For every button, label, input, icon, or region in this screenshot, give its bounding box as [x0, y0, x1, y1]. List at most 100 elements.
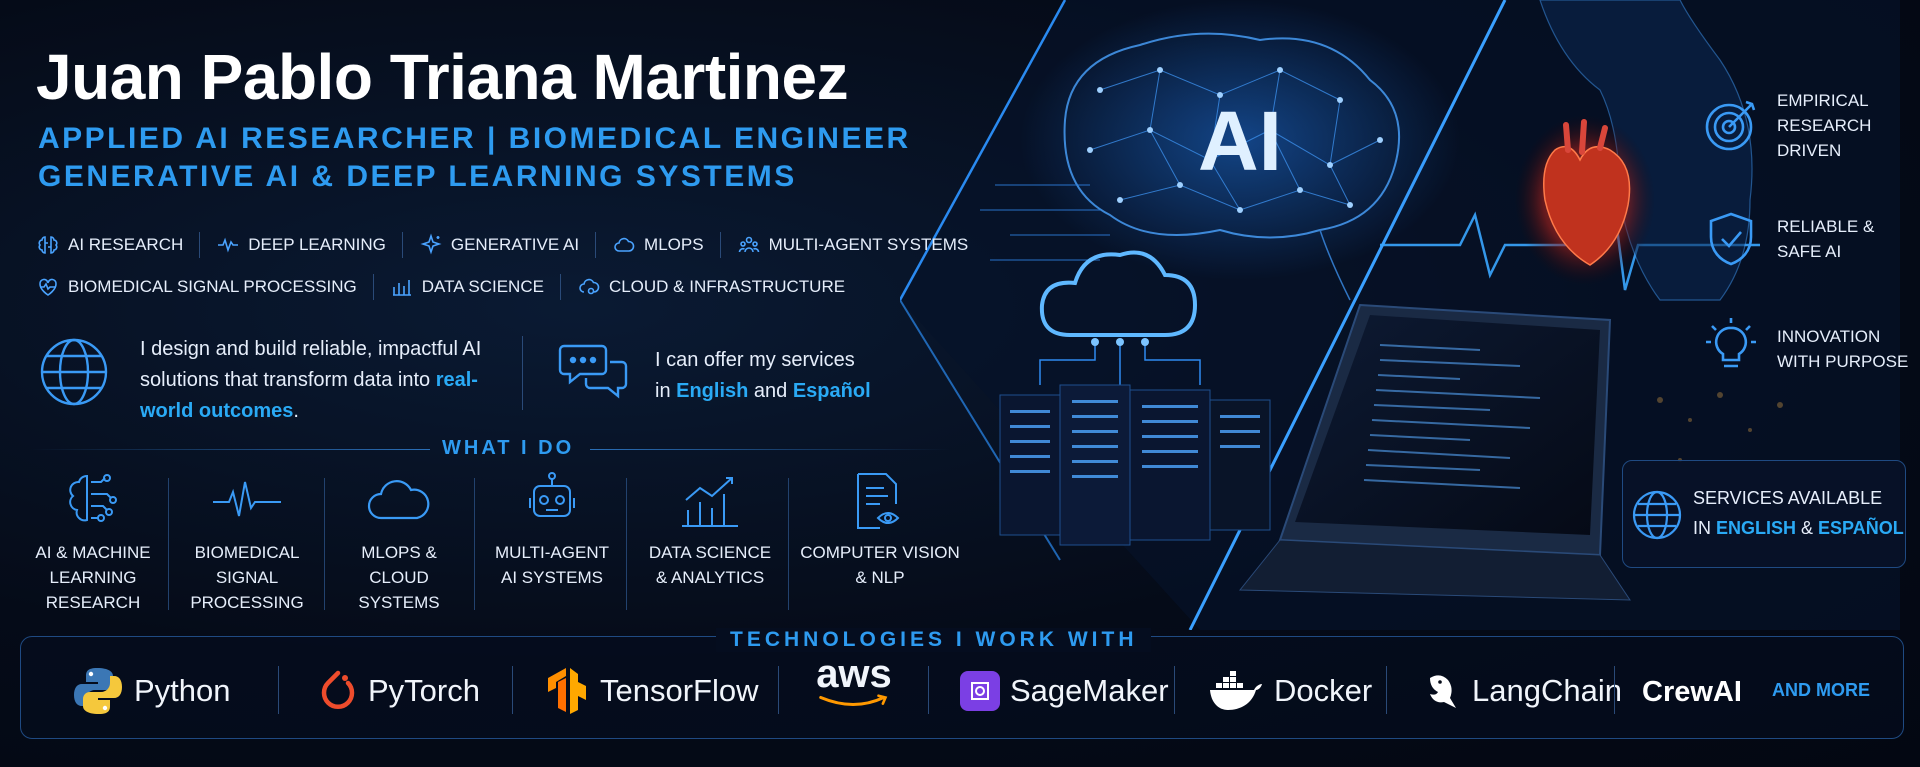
intro-text-b: .: [293, 400, 299, 422]
tag-label: MULTI-AGENT SYSTEMS: [768, 235, 969, 254]
what-i-do-heading: WHAT I DO: [442, 437, 575, 459]
divider: [474, 478, 475, 610]
service-label: BIOMEDICAL SIGNAL PROCESSING: [190, 543, 304, 612]
service-mlops: MLOPS & CLOUD SYSTEMS: [334, 470, 464, 615]
tech-name: LangChain: [1472, 673, 1622, 708]
cloud-icon: [367, 480, 430, 520]
tag-biomedical-signal: BIOMEDICAL SIGNAL PROCESSING: [36, 275, 357, 299]
aws-smile-icon: [819, 694, 888, 706]
tag-deep-learning: DEEP LEARNING: [216, 233, 386, 257]
bar-chart-icon: [392, 280, 411, 296]
services-amp: &: [1796, 518, 1819, 538]
globe-icon: [1632, 490, 1682, 540]
lang-in: in: [655, 380, 677, 402]
divider: [1614, 666, 1615, 714]
service-multi-agent: MULTI-AGENT AI SYSTEMS: [484, 470, 620, 590]
services-in: IN: [1693, 518, 1717, 538]
service-data-science: DATA SCIENCE & ANALYTICS: [636, 470, 784, 590]
feature-reliable: RELIABLE & SAFE AI: [1777, 217, 1875, 261]
divider: [719, 232, 721, 258]
tag-label: BIOMEDICAL SIGNAL PROCESSING: [68, 277, 357, 296]
service-label: COMPUTER VISION & NLP: [800, 543, 960, 587]
service-biomedical: BIOMEDICAL SIGNAL PROCESSING: [178, 470, 316, 615]
intro-text-a: I design and build reliable, impactful A…: [140, 338, 482, 391]
tech-sagemaker: SageMaker: [960, 664, 1169, 718]
tech-aws: aws: [812, 654, 896, 708]
technologies-heading: TECHNOLOGIES I WORK WITH: [716, 628, 1152, 652]
feature-innovation: INNOVATION WITH PURPOSE: [1777, 327, 1909, 371]
divider: [1386, 666, 1387, 714]
tech-python: Python: [72, 664, 231, 718]
brain-circuit-icon: [69, 474, 117, 522]
sparkle-icon: [420, 233, 442, 255]
hero-ai-label: AI: [1198, 94, 1282, 188]
service-label: MLOPS & CLOUD SYSTEMS: [358, 543, 440, 612]
services-english: ENGLISH: [1716, 518, 1797, 538]
services-spanish: ESPAÑOL: [1818, 518, 1904, 538]
tag-mlops: MLOPS: [612, 233, 704, 257]
tech-pytorch: PyTorch: [318, 664, 480, 718]
lang-and: and: [748, 380, 793, 402]
tag-data-science: DATA SCIENCE: [390, 275, 544, 299]
tag-row-1: AI RESEARCH DEEP LEARNING GENERATIVE AI …: [36, 232, 968, 258]
tech-docker: Docker: [1208, 664, 1372, 718]
divider: [522, 336, 523, 410]
document-eye-icon: [857, 473, 900, 529]
tech-name: PyTorch: [368, 673, 480, 708]
pulse-icon: [218, 237, 239, 253]
divider: [928, 666, 929, 714]
tech-name: Python: [134, 673, 231, 708]
intro-highlight: real-world outcomes: [140, 369, 478, 422]
divider: [199, 232, 201, 258]
tech-name: Docker: [1274, 673, 1373, 708]
section-rule: [590, 449, 950, 450]
lang-english: English: [676, 380, 749, 402]
chart-icon: [682, 477, 738, 527]
service-label: MULTI-AGENT AI SYSTEMS: [495, 543, 609, 587]
sagemaker-logo-icon: [960, 671, 1000, 711]
divider: [1174, 666, 1175, 714]
robot-icon: [529, 472, 575, 517]
divider: [168, 478, 169, 610]
tech-tensorflow: TensorFlow: [546, 664, 759, 718]
people-icon: [738, 236, 759, 253]
tag-cloud-infra: CLOUD & INFRASTRUCTURE: [577, 275, 845, 299]
divider: [372, 274, 374, 300]
pytorch-logo-icon: [321, 670, 355, 710]
section-rule: [30, 449, 430, 450]
waveform-icon: [213, 481, 281, 517]
tag-ai-research: AI RESEARCH: [36, 233, 183, 257]
and-more-link[interactable]: AND MORE: [1772, 680, 1870, 700]
service-label: AI & MACHINE LEARNING RESEARCH: [35, 543, 151, 612]
globe-icon: [40, 338, 108, 406]
tag-multi-agent: MULTI-AGENT SYSTEMS: [737, 233, 969, 257]
service-ai-ml: AI & MACHINE LEARNING RESEARCH: [26, 470, 160, 615]
services-line-2: IN ENGLISH & ESPAÑOL: [1693, 518, 1904, 539]
divider: [595, 232, 597, 258]
heart-pulse-icon: [39, 278, 57, 296]
subtitle-roles: APPLIED AI RESEARCHER | BIOMEDICAL ENGIN…: [38, 122, 911, 155]
intro-statement: I design and build reliable, impactful A…: [140, 334, 500, 427]
page-title: Juan Pablo Triana Martinez: [36, 41, 849, 113]
divider: [626, 478, 627, 610]
lightbulb-icon: [1706, 318, 1756, 368]
divider: [324, 478, 325, 610]
tag-label: DEEP LEARNING: [248, 235, 386, 254]
service-label: DATA SCIENCE & ANALYTICS: [648, 543, 772, 587]
divider: [778, 666, 779, 714]
services-line-1: SERVICES AVAILABLE: [1693, 488, 1883, 508]
lang-line-2: in English and Español: [655, 376, 871, 407]
tech-name: SageMaker: [1010, 673, 1169, 708]
python-logo-icon: [74, 668, 122, 714]
divider: [559, 274, 561, 300]
tag-label: MLOPS: [644, 235, 704, 254]
langchain-parrot-icon: [1430, 675, 1456, 708]
tag-label: GENERATIVE AI: [450, 235, 580, 254]
tag-label: DATA SCIENCE: [421, 277, 544, 296]
brain-icon: [38, 236, 58, 254]
divider: [401, 232, 403, 258]
languages-statement: I can offer my services in English and E…: [655, 345, 871, 407]
tag-label: AI RESEARCH: [68, 235, 184, 254]
docker-whale-icon: [1210, 671, 1262, 710]
divider: [278, 666, 279, 714]
